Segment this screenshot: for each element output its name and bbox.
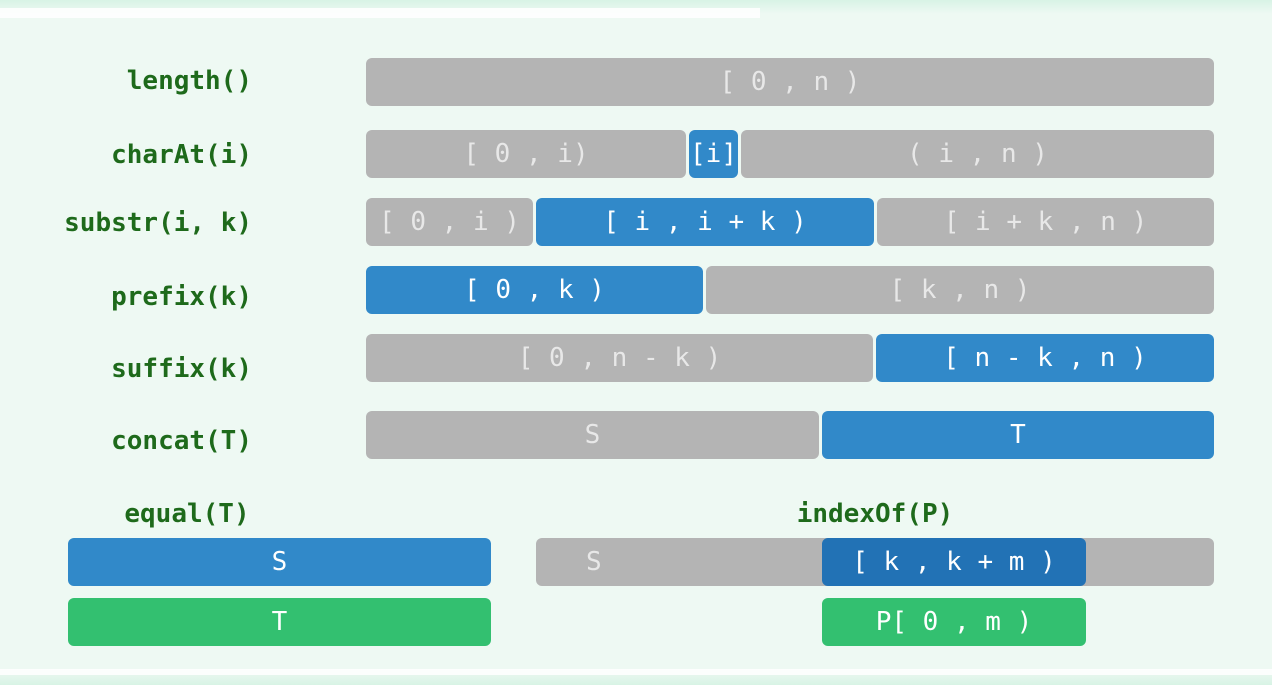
suffix-rest-segment: [ 0 , n - k ) [366,334,873,382]
substr-before-segment: [ 0 , i ) [366,198,533,246]
label-suffix: suffix(k) [111,354,252,384]
charAt-after-segment: ( i , n ) [741,130,1214,178]
equal-t-bar: T [68,598,491,646]
label-length: length() [126,66,252,96]
charAt-char-segment: [i] [689,130,738,178]
bottom-border-highlight [0,669,1272,675]
label-indexOf: indexOf(P) [796,499,954,529]
label-substr: substr(i, k) [64,208,252,238]
label-charAt: charAt(i) [111,140,252,170]
substr-after-segment: [ i + k , n ) [877,198,1214,246]
concat-t-segment: T [822,411,1214,459]
charAt-before-segment: [ 0 , i) [366,130,686,178]
length-range-bar: [ 0 , n ) [366,58,1214,106]
substr-sub-segment: [ i , i + k ) [536,198,874,246]
label-prefix: prefix(k) [111,282,252,312]
concat-s-segment: S [366,411,819,459]
prefix-segment: [ 0 , k ) [366,266,703,314]
suffix-segment: [ n - k , n ) [876,334,1214,382]
top-border-highlight [0,8,760,18]
label-concat: concat(T) [111,426,252,456]
label-equal: equal(T) [124,499,250,529]
equal-s-bar: S [68,538,491,586]
indexOf-pattern-bar: P[ 0 , m ) [822,598,1086,646]
indexOf-match-segment: [ k , k + m ) [822,538,1086,586]
prefix-rest-segment: [ k , n ) [706,266,1214,314]
